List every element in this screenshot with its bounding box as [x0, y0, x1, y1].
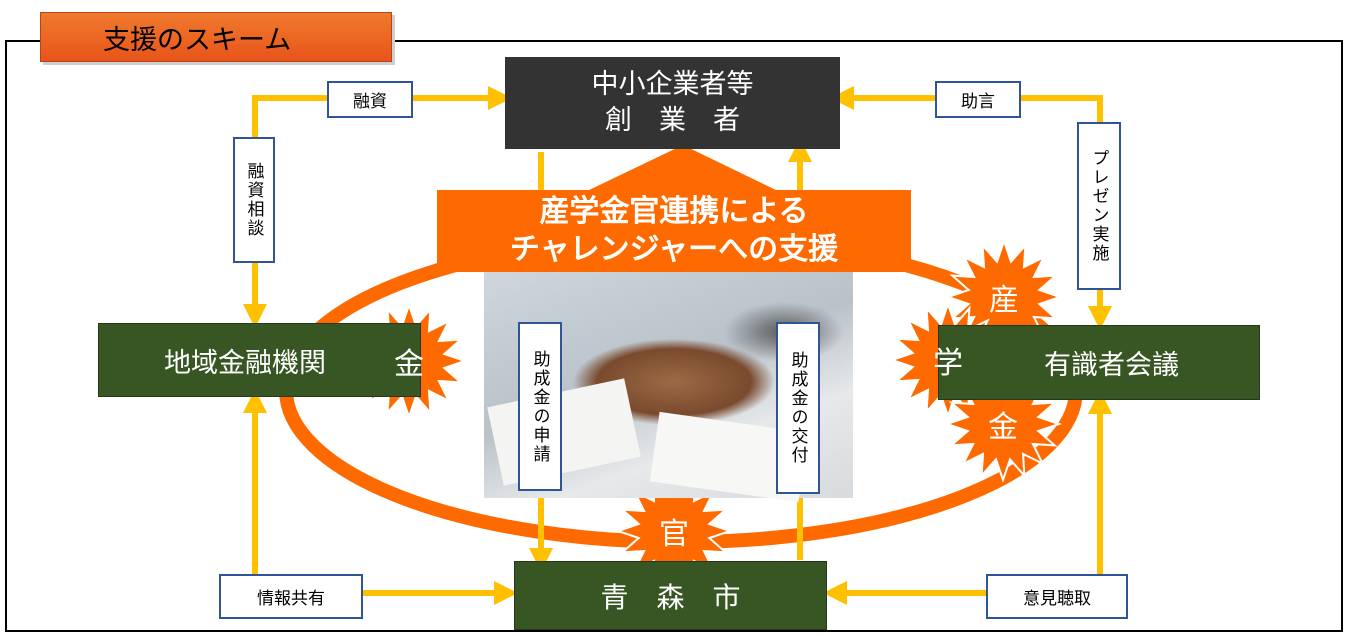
node-city: 青 森 市: [514, 561, 827, 630]
node-city-label: 青 森 市: [600, 580, 741, 614]
label-loan: 融資: [327, 81, 413, 118]
label-grant-apply: 助成金の申請: [518, 322, 562, 491]
label-grant-issue: 助成金の交付: [776, 322, 820, 494]
node-experts-label: 有識者会議: [1044, 350, 1179, 381]
node-bank-label: 地域金融機関: [164, 347, 326, 379]
arrow-advice: [830, 86, 1103, 130]
center-pointer: [585, 145, 780, 192]
node-smb: 中小企業者等 創 業 者: [505, 57, 840, 149]
node-bank: 地域金融機関: [98, 323, 421, 397]
badge-academia: 学: [933, 346, 963, 381]
center-title: 産学金官連携による チャレンジャーへの支援: [437, 190, 911, 272]
badge-bank-kin: 金: [394, 347, 424, 382]
label-presentation: プレゼン実施: [1077, 122, 1121, 290]
scheme-title: 支援のスキーム: [40, 12, 392, 62]
node-experts: 有識者会議: [938, 325, 1260, 400]
badge-government: 官: [659, 517, 689, 552]
center-title-line1: 産学金官連携による: [539, 194, 809, 229]
arrow-loan: [252, 86, 512, 130]
label-loan-consult: 融資相談: [233, 137, 275, 263]
badge-finance: 金: [988, 410, 1018, 445]
badge-industry: 産: [989, 283, 1019, 318]
center-title-line2: チャレンジャーへの支援: [509, 232, 839, 267]
label-hearing: 意見聴取: [986, 574, 1128, 619]
scheme-frame: [5, 40, 1343, 632]
node-smb-line2: 創 業 者: [605, 105, 740, 136]
label-info-share: 情報共有: [219, 574, 363, 619]
node-smb-line1: 中小企業者等: [591, 69, 754, 100]
label-advice: 助言: [935, 81, 1021, 118]
